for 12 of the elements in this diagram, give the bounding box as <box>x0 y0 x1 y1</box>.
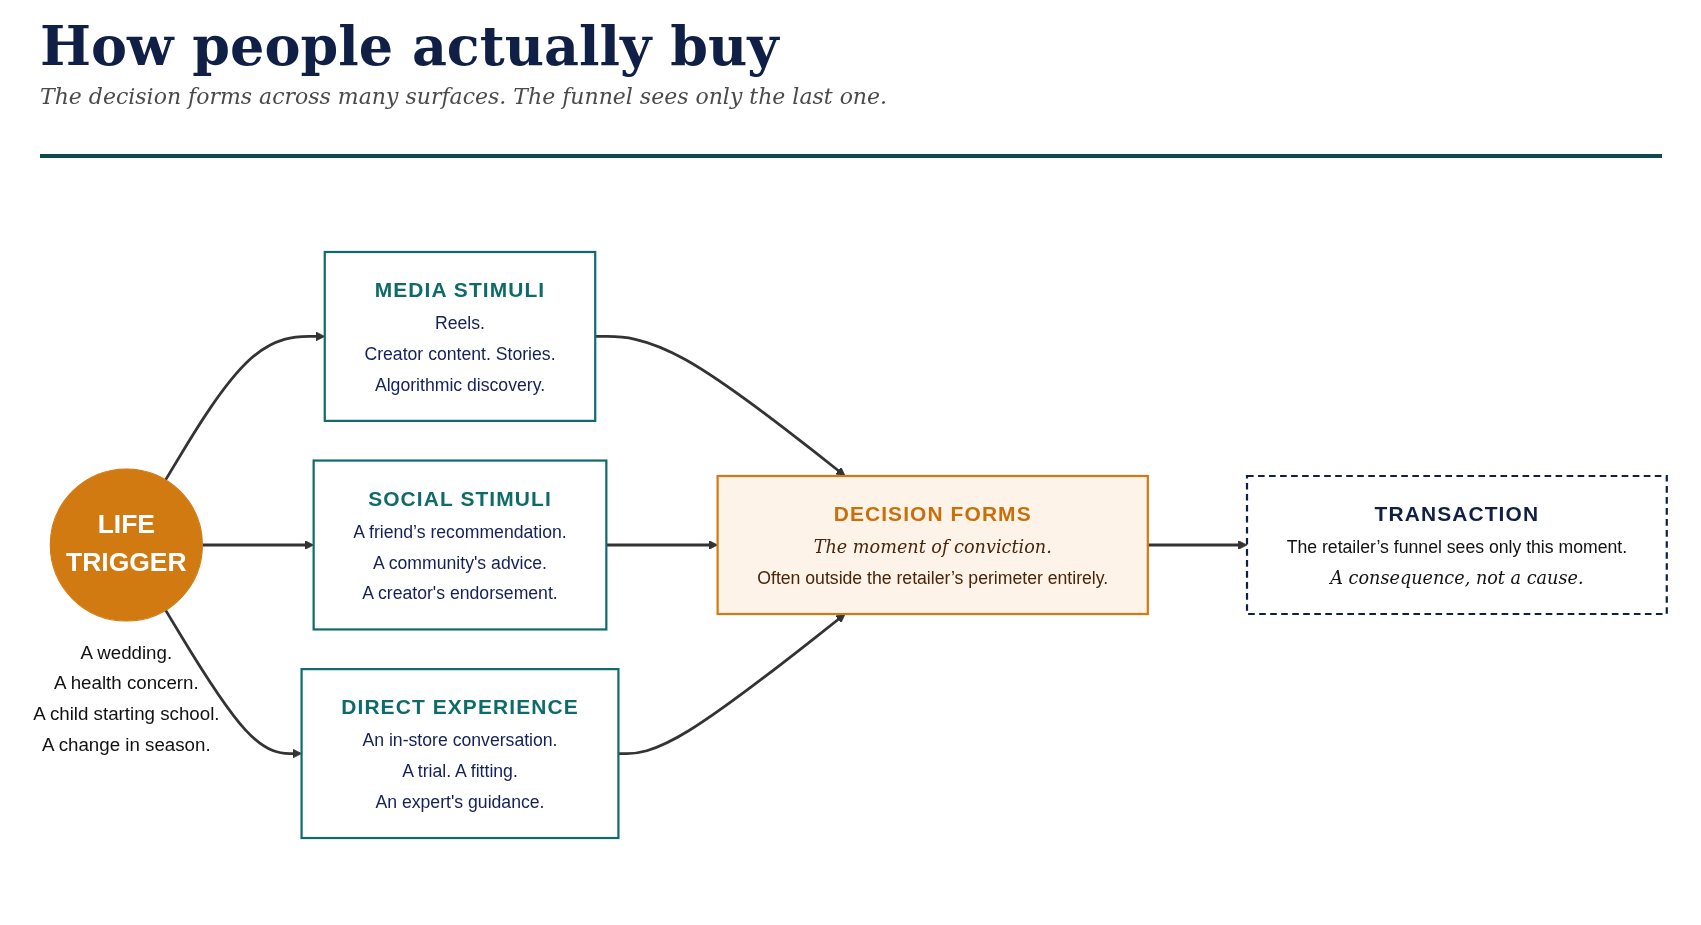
transaction-card: TRANSACTION The retailer’s funnel sees only this moment. A consequence, not a cause. <box>1245 474 1668 616</box>
stimuli-card: MEDIA STIMULI Reels. Creator content. Stories. Algorithmic discovery. <box>323 250 597 422</box>
example-text: A child starting school. <box>33 703 220 725</box>
example-text: A wedding. <box>80 641 173 663</box>
example-text: A change in season. <box>42 734 211 756</box>
decision-card: DECISION FORMS The moment of conviction. Often outside the retailer’s perimeter entirely. <box>716 474 1149 616</box>
trigger-circle: LIFE TRIGGER <box>49 468 203 622</box>
subtitle-text: The decision forms across many surfaces. The funnel sees only the last one. <box>40 84 888 109</box>
stimuli-card: DIRECT EXPERIENCE An in-store conversation. A trial. A fitting. An expert's guidance. <box>300 668 620 840</box>
example-text: A health concern. <box>54 672 199 694</box>
page-title: How people actually buy <box>40 14 779 78</box>
stimuli-card: SOCIAL STIMULI A friend’s recommendation. A community's advice. A creator's endorsement. <box>312 459 608 631</box>
